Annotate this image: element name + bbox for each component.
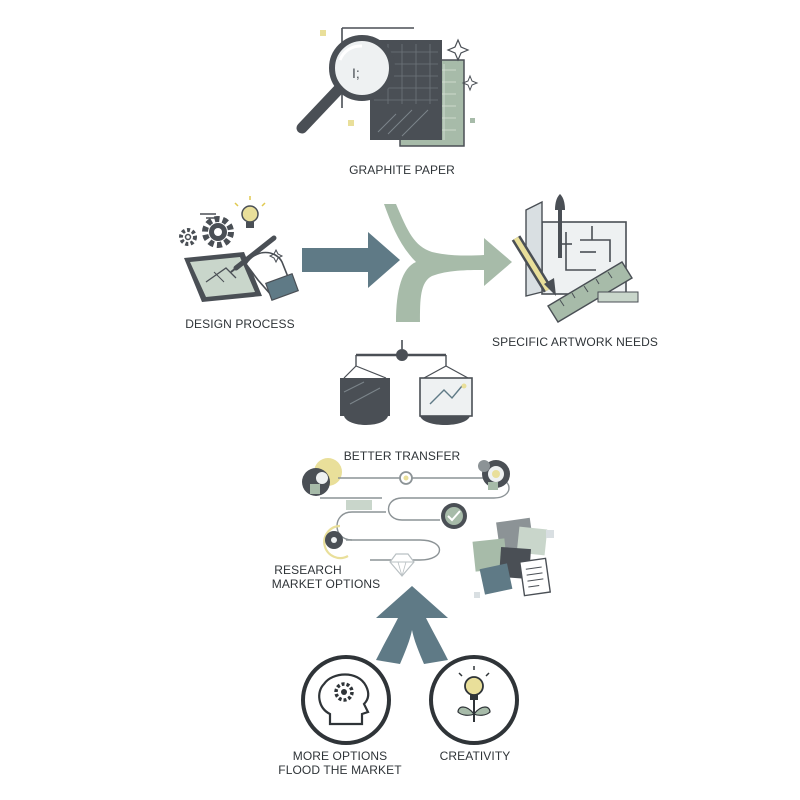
svg-text:I;: I; [352,65,360,81]
creativity-illustration [429,655,519,745]
target-icon [323,524,349,560]
balance-scale-icon [340,340,473,425]
research-label-line1: RESEARCH [274,563,341,577]
graphite-paper-illustration: I; [296,27,479,147]
artwork-needs-illustration [511,194,639,323]
paintbrush-icon [555,194,565,258]
design-process-illustration [179,196,300,302]
pencil-icon [511,235,556,296]
better-transfer-label: BETTER TRANSFER [344,449,461,463]
flower-bulb-icon [457,666,491,722]
ruler-icon [547,261,639,323]
head-gear-icon [318,673,370,726]
gear-icon [179,213,234,248]
lens-icon [478,460,510,490]
more-options-label-line2: FLOOD THE MARKET [278,763,402,777]
more-options-illustration [301,655,391,745]
specific-artwork-needs-label: SPECIFIC ARTWORK NEEDS [492,335,658,349]
more-options-label-line1: MORE OPTIONS [293,749,388,763]
document-stack-icon [472,517,554,598]
magnifying-glass-icon: I; [296,35,395,134]
document-icon [518,557,552,597]
merge-arrow [302,204,512,322]
graphite-paper-label: GRAPHITE PAPER [349,163,455,177]
diamond-icon [389,553,415,577]
design-process-label: DESIGN PROCESS [185,317,294,331]
checkmark-icon [441,503,467,529]
creativity-label: CREATIVITY [440,749,511,763]
up-arrow [376,586,448,664]
research-path-illustration [302,458,554,598]
lightbulb-icon [234,196,266,228]
tablet-drawing-icon [184,235,300,302]
research-label-line2: MARKET OPTIONS [272,577,381,591]
